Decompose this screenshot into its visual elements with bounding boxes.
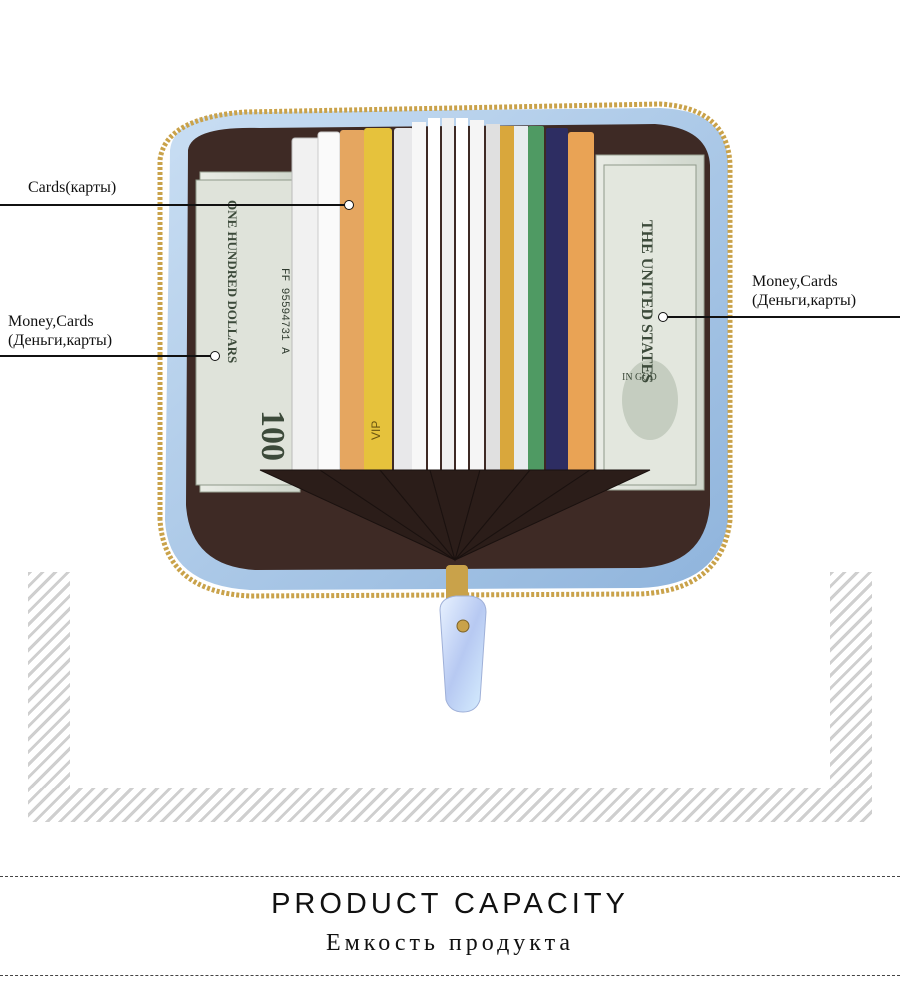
card-slots: VIP <box>291 118 594 479</box>
money-right-label-line1: Money,Cards <box>752 273 838 290</box>
cards-leader-dot <box>344 200 354 210</box>
banknote-left-serial: FF 95594731 A <box>278 268 290 354</box>
card-vip-text: VIP <box>369 421 383 440</box>
banknote-left: 100 ONE HUNDRED DOLLARS FF 95594731 A <box>195 171 301 493</box>
money-right-leader-line <box>664 316 900 318</box>
dashed-divider-top <box>0 876 900 877</box>
hatch-frame-bottom <box>28 788 872 822</box>
zipper-pull <box>439 565 487 713</box>
banknote-left-text: ONE HUNDRED DOLLARS <box>225 200 240 363</box>
cards-label: Cards(карты) <box>28 179 117 196</box>
money-left-label-line2: (Деньги,карты) <box>8 332 113 349</box>
banknote-left-value: 100 <box>254 410 291 461</box>
section-title: PRODUCT CAPACITY <box>271 888 629 920</box>
hatch-frame-right <box>830 572 872 822</box>
wallet-image: 100 ONE HUNDRED DOLLARS FF 95594731 A TH… <box>157 101 733 713</box>
money-right-label-line2: (Деньги,карты) <box>752 292 857 309</box>
dashed-divider-bottom <box>0 975 900 976</box>
banknote-right-motto: IN GOD <box>622 372 657 383</box>
banknote-right-text: THE UNITED STATES <box>638 220 655 383</box>
money-left-leader-dot <box>210 351 220 361</box>
accordion-dividers <box>259 469 651 562</box>
hatch-frame-left <box>28 572 70 822</box>
section-subtitle: Емкость продукта <box>325 930 575 956</box>
cards-leader-line <box>0 204 346 206</box>
money-left-leader-line <box>0 355 212 357</box>
money-left-label-line1: Money,Cards <box>8 313 94 330</box>
banknote-right: THE UNITED STATES IN GOD <box>595 154 705 491</box>
money-right-leader-dot <box>658 312 668 322</box>
zipper <box>157 101 733 599</box>
